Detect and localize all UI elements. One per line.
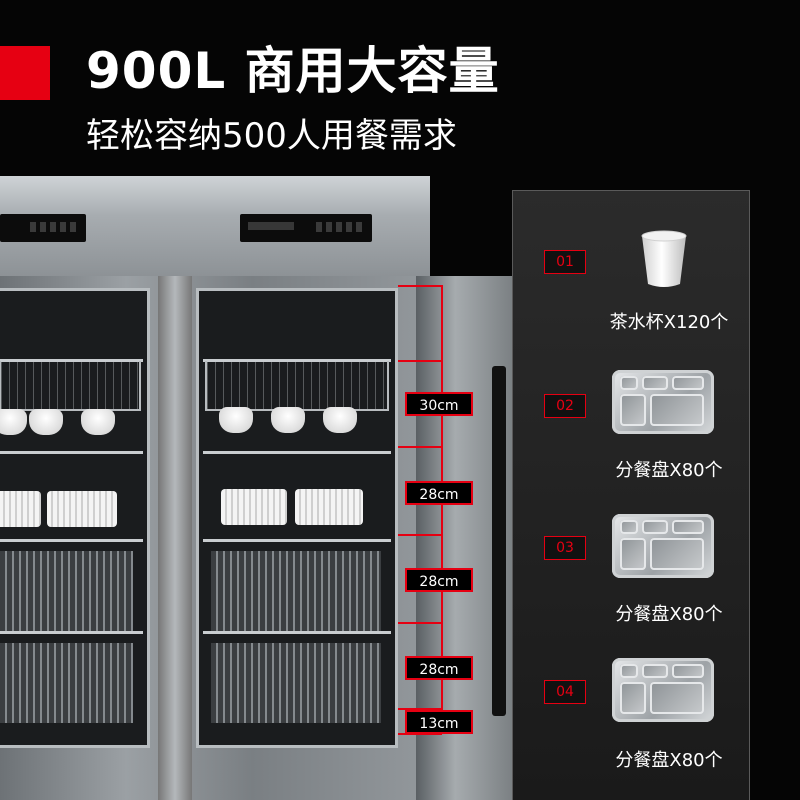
dimension-tick <box>398 285 442 287</box>
dimension-label-shelf-3: 28cm <box>405 568 473 592</box>
item-label: 分餐盘X80个 <box>615 750 723 771</box>
item-label: 分餐盘X80个 <box>615 604 723 625</box>
accent-bar <box>0 46 50 100</box>
dimension-line <box>441 285 443 733</box>
cup-icon <box>641 230 687 287</box>
page-subtitle: 轻松容纳500人用餐需求 <box>86 116 457 156</box>
item-label: 茶水杯X120个 <box>609 312 729 333</box>
dimension-tick <box>398 446 442 448</box>
control-panel-left <box>0 214 86 242</box>
cabinet-bay-right <box>196 288 398 748</box>
item-number: 03 <box>544 536 586 560</box>
dimension-label-shelf-1: 30cm <box>405 392 473 416</box>
disinfection-cabinet-image <box>0 176 430 800</box>
dimension-tick <box>398 360 442 362</box>
tray-icon <box>612 658 714 722</box>
dimension-tick <box>398 534 442 536</box>
cabinet-center-post <box>158 276 192 800</box>
item-number: 02 <box>544 394 586 418</box>
dimension-label-shelf-4: 28cm <box>405 656 473 680</box>
tray-icon <box>612 514 714 578</box>
page-title: 900L 商用大容量 <box>86 42 500 100</box>
control-panel-right <box>240 214 372 242</box>
dimension-label-shelf-2: 28cm <box>405 481 473 505</box>
tray-icon <box>612 370 714 434</box>
dimension-label-shelf-5: 13cm <box>405 710 473 734</box>
door-handle <box>492 366 506 716</box>
item-label: 分餐盘X80个 <box>615 460 723 481</box>
item-number: 04 <box>544 680 586 704</box>
dimension-tick <box>398 708 442 710</box>
dimension-tick <box>398 733 442 735</box>
dimension-tick <box>398 622 442 624</box>
cabinet-bay-left <box>0 288 150 748</box>
item-number: 01 <box>544 250 586 274</box>
